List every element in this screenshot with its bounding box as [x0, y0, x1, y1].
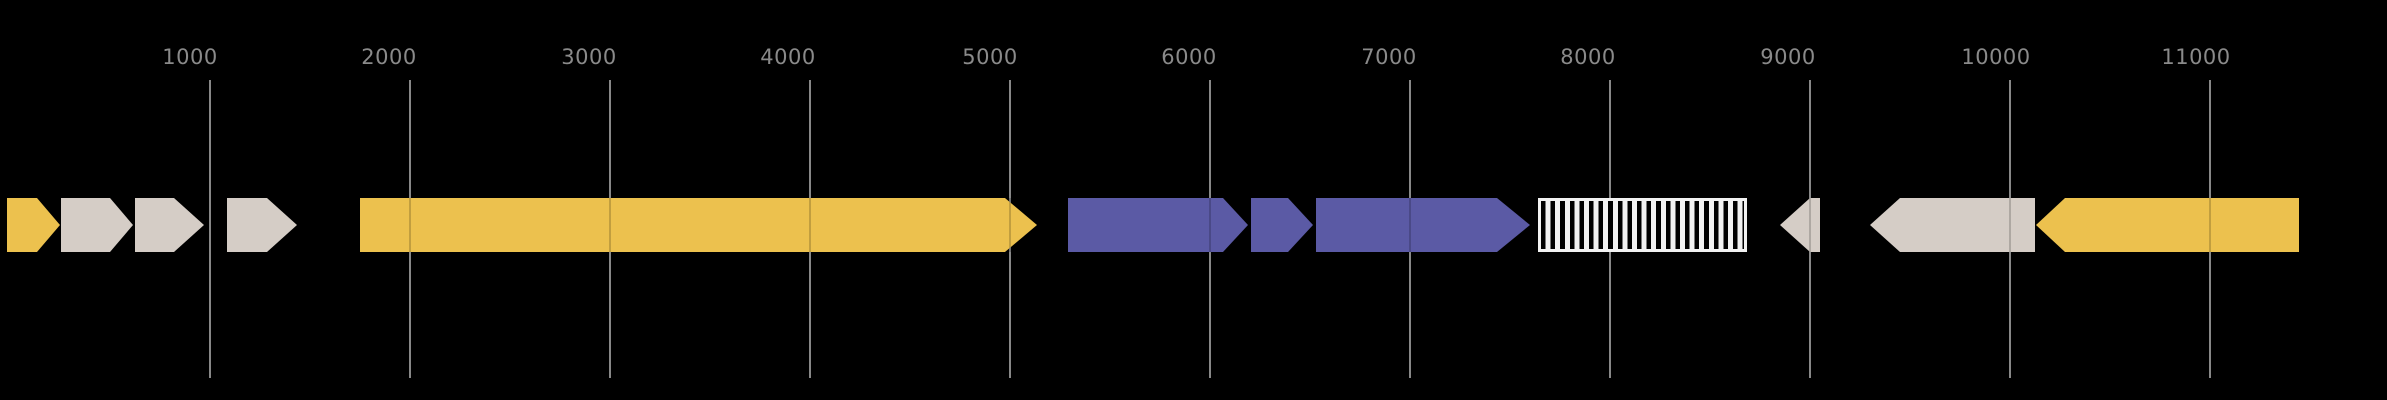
feature-4-gene-arrow — [227, 198, 297, 252]
feature-7-gene-arrow — [1251, 198, 1313, 252]
feature-11-gene-arrow — [1870, 198, 2035, 252]
gridline-overlay — [1009, 198, 1011, 252]
feature-1-gene-arrow — [7, 198, 60, 252]
axis-tick-label: 3000 — [561, 45, 617, 69]
feature-10-gene-arrow — [1780, 198, 1820, 252]
axis-tick-label: 9000 — [1760, 45, 1816, 69]
feature-6-gene-arrow — [1068, 198, 1248, 252]
gridline-overlay — [809, 198, 811, 252]
feature-2-gene-arrow — [61, 198, 133, 252]
gridline-overlay — [409, 198, 411, 252]
axis-tick-label: 6000 — [1161, 45, 1217, 69]
axis-tick-label: 2000 — [361, 45, 417, 69]
feature-8-gene-arrow — [1316, 198, 1530, 252]
gridline-1000 — [209, 80, 211, 378]
axis-tick-label: 4000 — [760, 45, 816, 69]
gridline-overlay — [1409, 198, 1411, 252]
axis-tick-label: 8000 — [1560, 45, 1616, 69]
axis-tick-label: 1000 — [162, 45, 218, 69]
gridline-overlay — [609, 198, 611, 252]
axis-tick-label: 10000 — [1961, 45, 2031, 69]
feature-3-gene-arrow — [135, 198, 204, 252]
axis-tick-label: 5000 — [962, 45, 1018, 69]
axis-tick-label: 11000 — [2161, 45, 2231, 69]
feature-9-hatched-box — [1538, 198, 1747, 252]
feature-5-gene-arrow — [360, 198, 1037, 252]
gridline-overlay — [1809, 198, 1811, 252]
feature-12-gene-arrow — [2036, 198, 2299, 252]
gridline-overlay — [2009, 198, 2011, 252]
gridline-overlay — [2209, 198, 2211, 252]
axis-tick-label: 7000 — [1361, 45, 1417, 69]
gridline-overlay — [1209, 198, 1211, 252]
